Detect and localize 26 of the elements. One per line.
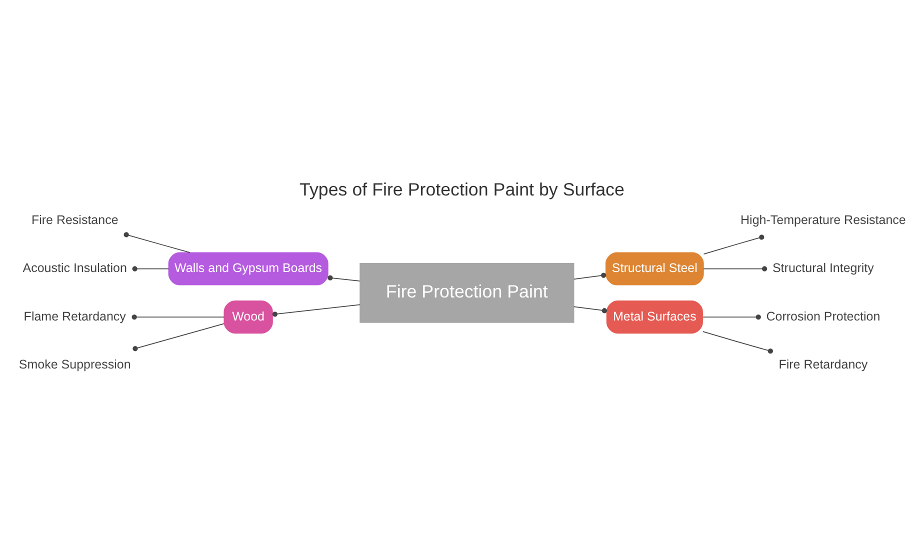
connector [703,234,764,254]
node-text: High-Temperature Resistance [740,212,906,226]
connector [573,306,608,313]
node-text: Fire Resistance [31,212,118,226]
node-text: Corrosion Protection [766,308,880,323]
connector [124,232,190,253]
node-box: Walls and Gypsum Boards [168,252,328,285]
connector [702,330,774,354]
node-box: Structural Steel [606,252,704,285]
node-box: Wood [224,300,273,334]
node-text: Acoustic Insulation [22,260,127,275]
connector [132,314,225,320]
connector [272,304,360,316]
node-text: Flame Retardancy [24,308,126,323]
connector [573,272,606,280]
node-text: Fire Retardancy [778,357,868,372]
node-text: Smoke Suppression [18,357,131,372]
connector [132,322,224,351]
node-box: Metal Surfaces [606,300,703,334]
node-box: Fire Protection Paint [360,262,574,322]
connector [328,274,360,282]
connector [703,266,768,271]
connector [132,266,170,271]
diagram-title: Types of Fire Protection Paint by Surface [300,178,624,199]
connector [702,314,761,320]
node-text: Structural Integrity [772,260,874,275]
